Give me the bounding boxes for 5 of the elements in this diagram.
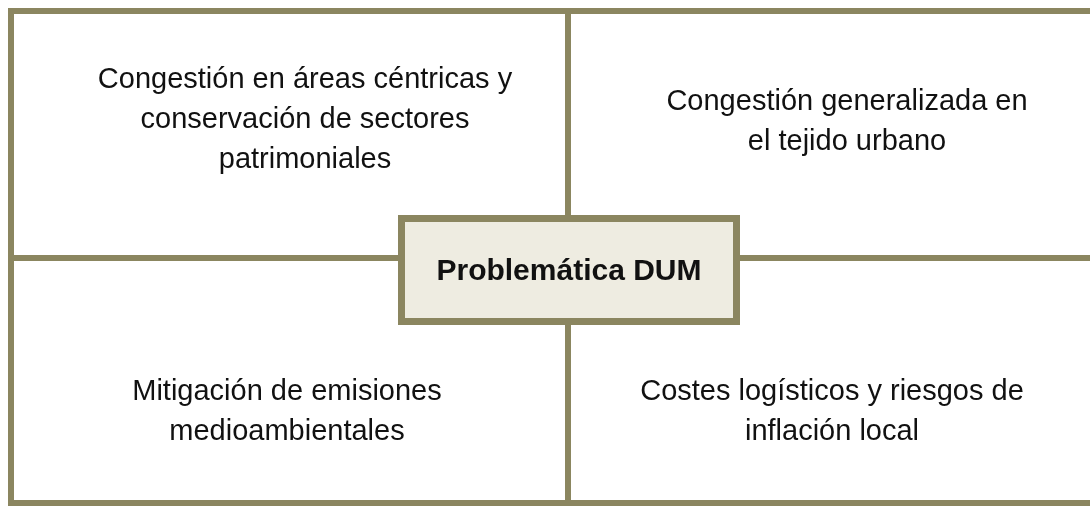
central-box: Problemática DUM — [398, 215, 740, 325]
issue-text: Costes logísticos y riesgos de inflación local — [607, 370, 1057, 450]
issue-text: Mitigación de emisiones medioambientales — [77, 370, 497, 450]
issue-text: Congestión generalizada en el tejido urbano — [657, 80, 1037, 160]
issue-text: Congestión en áreas céntricas y conservación de sectores patrimoniales — [70, 58, 540, 178]
